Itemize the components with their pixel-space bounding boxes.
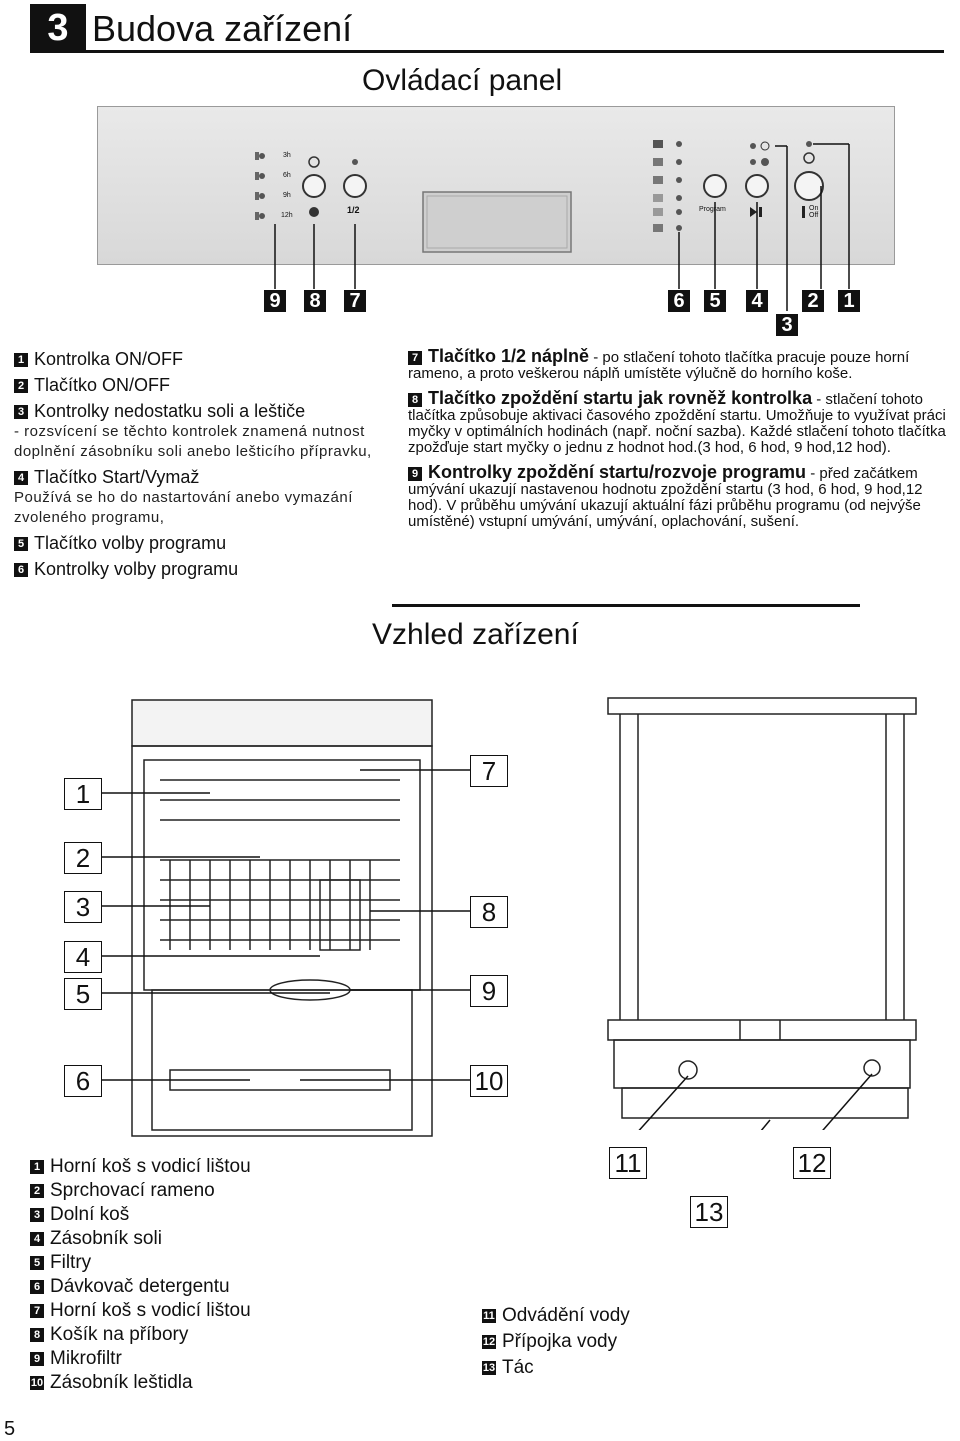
panel-callout-8: 8	[304, 290, 326, 312]
appearance-callout-1: 1	[64, 778, 102, 810]
control-panel-svg	[255, 140, 850, 311]
label-3h: 3h	[283, 152, 291, 159]
on-off-button	[794, 141, 824, 218]
start-button	[745, 174, 769, 217]
appearance-callout-8: 8	[470, 896, 508, 928]
program-button	[703, 174, 727, 198]
half-load-button	[343, 159, 367, 198]
label-off: Off	[809, 212, 819, 219]
dishwasher-drawing	[100, 699, 470, 1137]
appearance-callout-5: 5	[64, 978, 102, 1010]
appearance-callout-9: 9	[470, 975, 508, 1007]
header-rule	[30, 50, 944, 53]
appearance-callout-10: 10	[470, 1065, 508, 1097]
control-panel-title: Ovládací panel	[362, 64, 563, 97]
chapter-title: Budova zařízení	[92, 8, 353, 49]
label-9h: 9h	[283, 192, 291, 199]
display-window	[422, 191, 572, 253]
program-indicators	[653, 140, 682, 232]
panel-leader-lines	[274, 143, 850, 311]
appearance-callout-3: 3	[64, 891, 102, 923]
section-rule	[392, 604, 860, 607]
frame-callout-12: 12	[793, 1147, 831, 1179]
panel-callout-2: 2	[802, 290, 824, 312]
appearance-callout-2: 2	[64, 842, 102, 874]
label-12h: 12h	[281, 212, 293, 219]
panel-callout-7: 7	[344, 290, 366, 312]
salt-rinse-indicators	[750, 141, 770, 166]
delay-button	[302, 156, 326, 217]
label-on: On	[809, 205, 819, 212]
panel-callout-3: 3	[776, 314, 798, 336]
label-program: Program	[699, 206, 726, 213]
chapter-number: 3	[30, 4, 86, 52]
panel-callout-5: 5	[704, 290, 726, 312]
appearance-callout-6: 6	[64, 1065, 102, 1097]
appearance-title: Vzhled zařízení	[372, 618, 579, 651]
panel-callout-6: 6	[668, 290, 690, 312]
appearance-callout-4: 4	[64, 941, 102, 973]
label-half: 1/2	[347, 205, 360, 215]
page-number: 5	[4, 1418, 16, 1440]
panel-callout-1: 1	[838, 290, 860, 312]
delay-indicators	[255, 152, 265, 220]
panel-callout-4: 4	[746, 290, 768, 312]
frame-callout-13: 13	[690, 1196, 728, 1228]
label-6h: 6h	[283, 172, 291, 179]
frame-callout-11: 11	[609, 1147, 647, 1179]
appearance-callout-7: 7	[470, 755, 508, 787]
panel-callout-9: 9	[264, 290, 286, 312]
frame-drawing	[607, 697, 917, 1130]
